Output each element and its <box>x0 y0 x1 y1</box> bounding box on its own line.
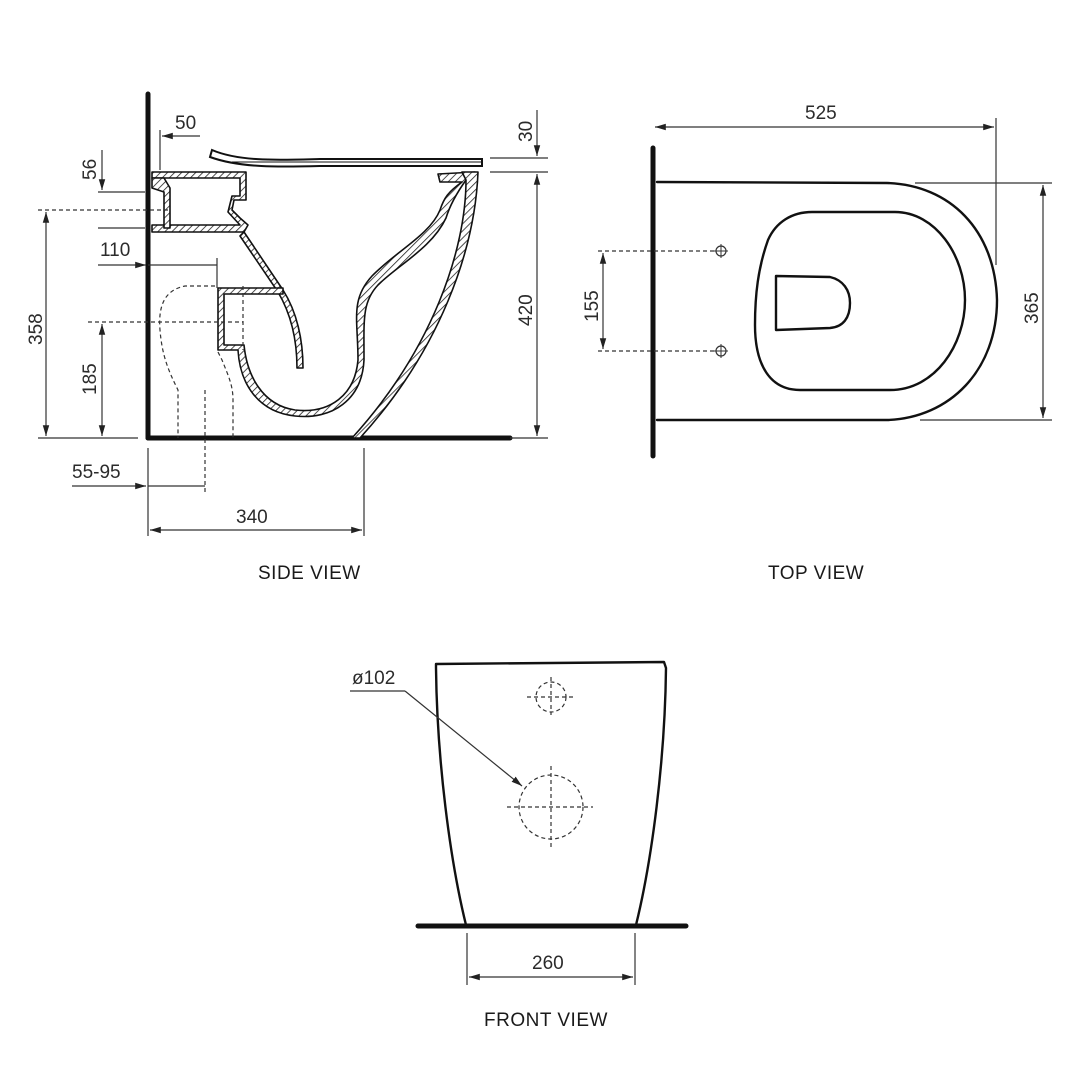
dim-length: 525 <box>805 103 837 124</box>
waste-pipe-dashed <box>159 285 215 438</box>
trap-section <box>217 171 476 418</box>
dim-depth: 340 <box>236 507 268 528</box>
dim-pan-setback: 110 <box>100 240 130 261</box>
water-outlet <box>774 274 852 332</box>
dim-pan-height: 420 <box>516 294 537 326</box>
front-view: ø102 260 FRONT VIEW <box>350 660 689 1031</box>
dim-seat-offset: 50 <box>175 113 196 134</box>
dim-outlet-center-height: 185 <box>80 363 101 395</box>
fixing-hole-icon <box>714 344 728 358</box>
dim-outlet-diameter: ø102 <box>352 668 395 689</box>
top-view: 155 525 365 TOP VIEW <box>582 103 1052 584</box>
pan-front-outline <box>434 660 668 927</box>
bowl-rim <box>753 210 967 392</box>
front-view-title: FRONT VIEW <box>484 1010 608 1031</box>
dim-width: 365 <box>1022 292 1043 324</box>
dim-base-width: 260 <box>532 953 564 974</box>
dim-fixing-spacing: 155 <box>582 290 603 322</box>
toilet-seat <box>208 148 483 168</box>
dim-inlet-height: 56 <box>80 159 101 180</box>
dim-seat-thickness: 30 <box>516 121 537 142</box>
dim-inlet-center-height: 358 <box>26 313 47 345</box>
dim-outlet-setback: 55-95 <box>72 462 121 483</box>
pan-outline <box>655 180 999 422</box>
side-view-title: SIDE VIEW <box>258 563 361 584</box>
outer-shell <box>351 171 479 439</box>
top-view-title: TOP VIEW <box>768 563 864 584</box>
bowl-inner-wall <box>239 231 304 369</box>
side-view: 50 56 358 110 185 55-95 340 30 420 SIDE … <box>26 91 548 584</box>
fixing-hole-icon <box>714 244 728 258</box>
